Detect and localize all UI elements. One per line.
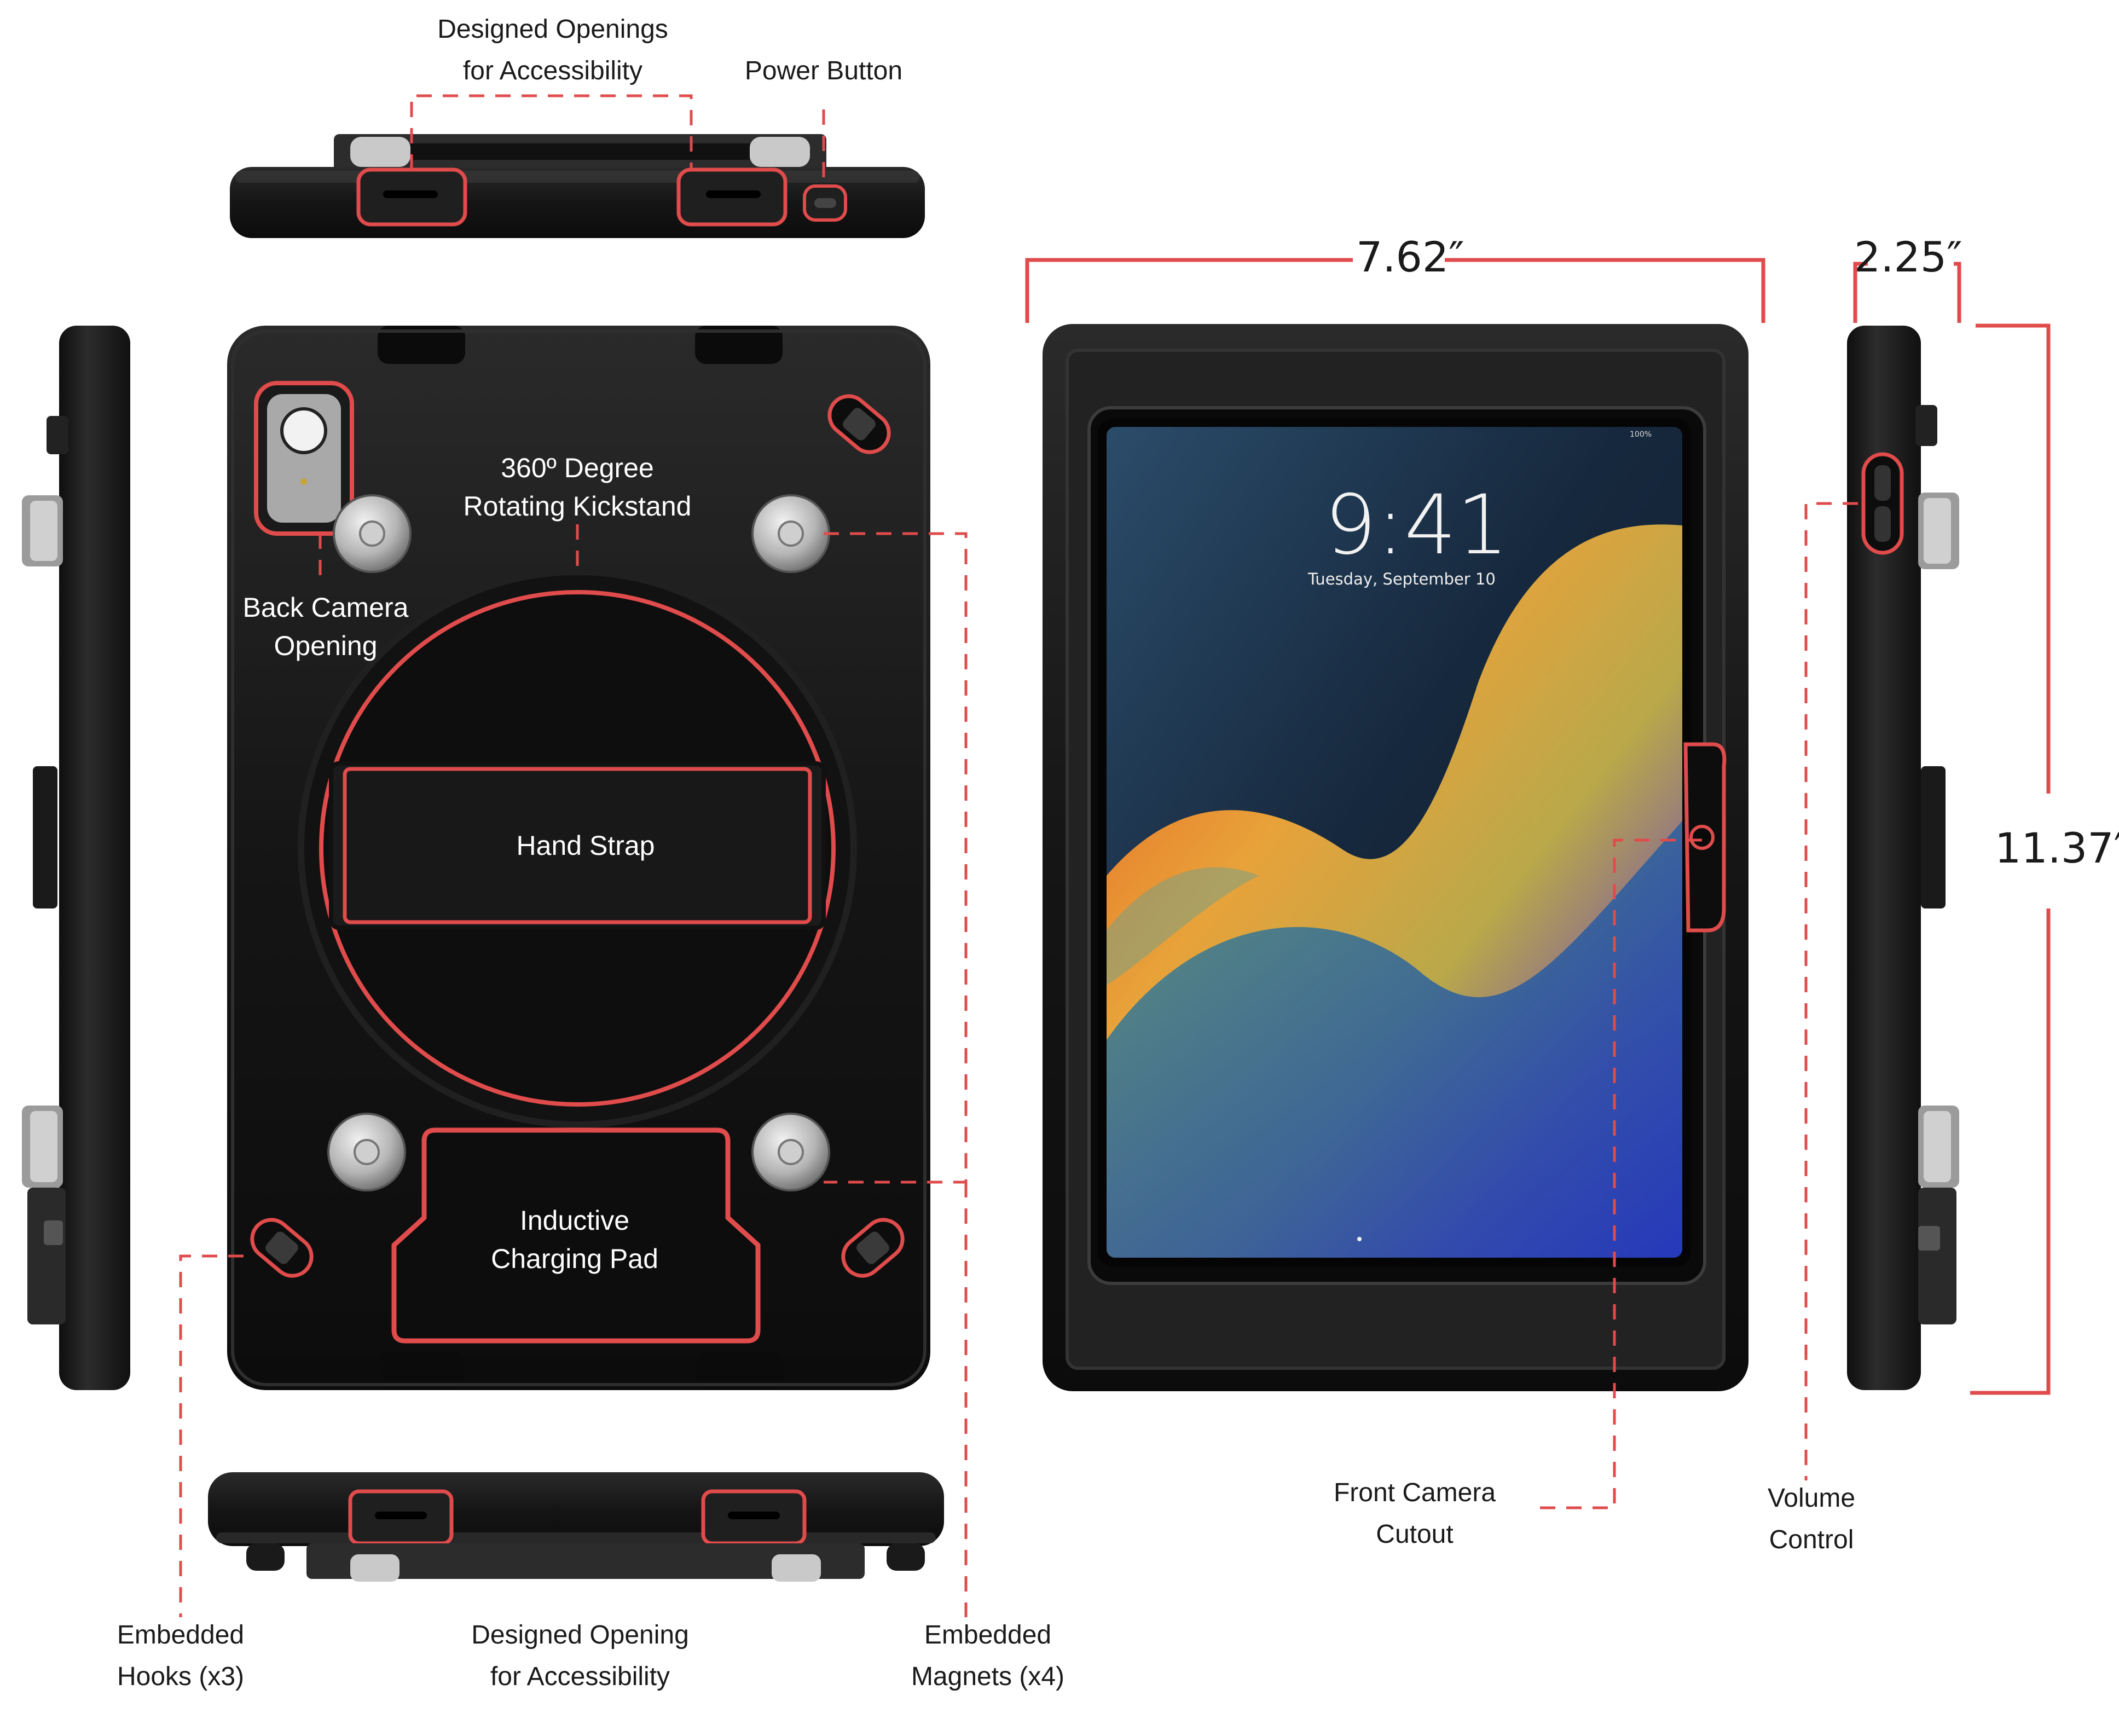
embedded-magnets-label: Embedded Magnets (x4) [911, 1621, 1065, 1691]
front-view [1043, 324, 1749, 1391]
hook-icon [827, 394, 891, 454]
designed-opening-bottom-label: Designed Opening for Accessibility [471, 1621, 689, 1691]
charging-pad-label: Inductive Charging Pad [491, 1205, 658, 1274]
front-camera-label: Front Camera Cutout [1333, 1478, 1496, 1549]
bottom-edge-view [208, 1472, 944, 1582]
lock-screen-date: Tuesday, September 10 [1308, 570, 1496, 588]
hand-strap-label: Hand Strap [516, 830, 655, 861]
height-dimension: 11.37″ [1995, 824, 2119, 872]
annotation-lines [179, 94, 2051, 1617]
width-dimension: 7.62″ [1356, 233, 1464, 281]
kickstand-label: 360º Degree Rotating Kickstand [463, 453, 692, 522]
power-button-label: Power Button [744, 56, 903, 85]
left-side-view [22, 326, 130, 1390]
right-side-view [1847, 326, 1959, 1390]
lock-screen-time: 9:41 [1324, 478, 1509, 573]
back-camera-label: Back Camera Opening [242, 592, 409, 661]
volume-control-label: Volume Control [1767, 1484, 1856, 1554]
top-edge-view [230, 134, 925, 238]
back-view [227, 326, 930, 1390]
depth-dimension: 2.25″ [1854, 233, 1962, 281]
volume-button-icon [1861, 452, 1904, 555]
embedded-hooks-label: Embedded Hooks (x3) [117, 1621, 245, 1691]
designed-openings-top-label: Designed Openings for Accessibility [437, 15, 668, 85]
camera-icon [280, 407, 327, 454]
battery-status: 100% [1630, 430, 1652, 439]
magnet-icon [333, 494, 412, 573]
